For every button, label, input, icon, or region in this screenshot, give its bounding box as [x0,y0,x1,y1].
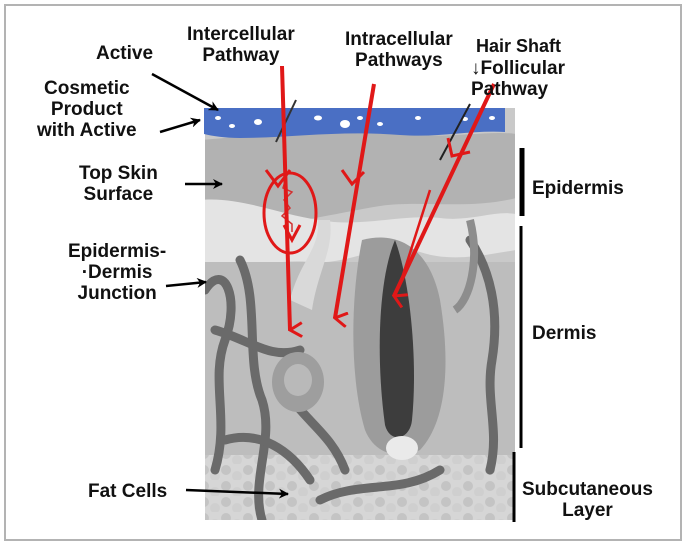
label-cosmetic-product: Cosmetic Product with Active [37,78,137,141]
label-active: Active [96,43,153,64]
label-epidermis: Epidermis [532,178,624,199]
label-top-skin-surface: Top Skin Surface [79,163,158,205]
label-dermis: Dermis [532,323,596,344]
label-epidermis-dermis-junction: Epidermis- ·Dermis Junction [68,241,166,304]
label-subcutaneous-layer: Subcutaneous Layer [522,479,653,521]
label-fat-cells: Fat Cells [88,481,167,502]
label-intercellular-pathway: Intercellular Pathway [187,24,295,66]
product-pointer [160,120,200,132]
label-intracellular-pathways: Intracellular Pathways [345,29,453,71]
label-hair-shaft: Hair Shaft [476,36,561,57]
label-follicular-pathway: ↓Follicular Pathway [471,58,565,100]
layer-brackets [514,148,522,522]
junction-pointer [166,282,206,286]
active-pointer [152,74,218,110]
